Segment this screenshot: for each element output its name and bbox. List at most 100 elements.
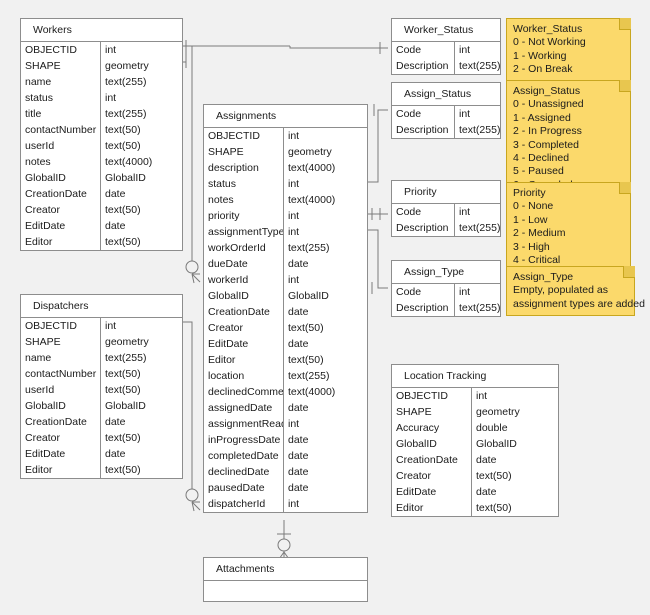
field-name: assignmentRead <box>204 416 284 432</box>
field-type: date <box>288 466 309 478</box>
field-name: workerId <box>204 272 284 288</box>
field-type: text(4000) <box>288 162 336 174</box>
field-type: date <box>288 450 309 462</box>
field-type: date <box>288 306 309 318</box>
field-type: int <box>476 390 488 402</box>
field-name: notes <box>21 154 101 170</box>
note-line: 0 - None <box>513 200 554 213</box>
table-row: notes text(4000) <box>21 154 182 170</box>
note-line: 1 - Assigned <box>513 111 571 124</box>
field-type: int <box>288 418 300 430</box>
note-line: 2 - On Break <box>513 63 573 76</box>
field-name: CreationDate <box>392 452 472 468</box>
note-line: 4 - Declined <box>513 152 570 165</box>
field-type: geometry <box>105 336 149 348</box>
field-type: text(50) <box>476 502 512 514</box>
note-line: 4 - Critical <box>513 254 561 267</box>
table-title: Priority <box>392 181 500 204</box>
field-name: status <box>204 176 284 192</box>
field-type: date <box>105 448 126 460</box>
field-type: text(4000) <box>105 156 153 168</box>
field-type: date <box>476 454 497 466</box>
field-type: int <box>288 130 300 142</box>
field-name: Code <box>392 284 455 300</box>
field-name: pausedDate <box>204 480 284 496</box>
field-type: geometry <box>105 60 149 72</box>
field-name: location <box>204 368 284 384</box>
table-row: CreationDate date <box>392 452 558 468</box>
field-name: Description <box>392 300 455 316</box>
field-name: SHAPE <box>21 58 101 74</box>
table-title: Location Tracking <box>392 365 558 388</box>
field-name: userId <box>21 138 101 154</box>
note-line: 2 - Medium <box>513 227 566 240</box>
field-name: Editor <box>392 500 472 516</box>
table-title: Worker_Status <box>392 19 500 42</box>
table-title: Assign_Status <box>392 83 500 106</box>
note-line: 0 - Unassigned <box>513 98 584 111</box>
field-name: Code <box>392 204 455 220</box>
field-name: GlobalID <box>21 398 101 414</box>
note-line: 1 - Working <box>513 49 567 62</box>
field-type: GlobalID <box>288 290 329 302</box>
field-name: Creator <box>21 202 101 218</box>
note-title: Priority <box>513 187 546 199</box>
note-fold-corner <box>619 18 631 30</box>
field-name: Accuracy <box>392 420 472 436</box>
table-title: Assign_Type <box>392 261 500 284</box>
note-line: 0 - Not Working <box>513 36 586 49</box>
note-line: 2 - In Progress <box>513 125 582 138</box>
field-type: text(50) <box>105 432 141 444</box>
field-type: date <box>288 482 309 494</box>
table-attachments[interactable]: Attachments <box>203 557 368 602</box>
field-type: int <box>105 320 117 332</box>
field-name: workOrderId <box>204 240 284 256</box>
field-name: Description <box>392 220 455 236</box>
note-title: Worker_Status <box>513 23 583 35</box>
table-row: declinedCommenttext(4000) <box>204 384 367 400</box>
field-type: int <box>459 44 471 56</box>
field-type: int <box>288 274 300 286</box>
field-name: status <box>21 90 101 106</box>
